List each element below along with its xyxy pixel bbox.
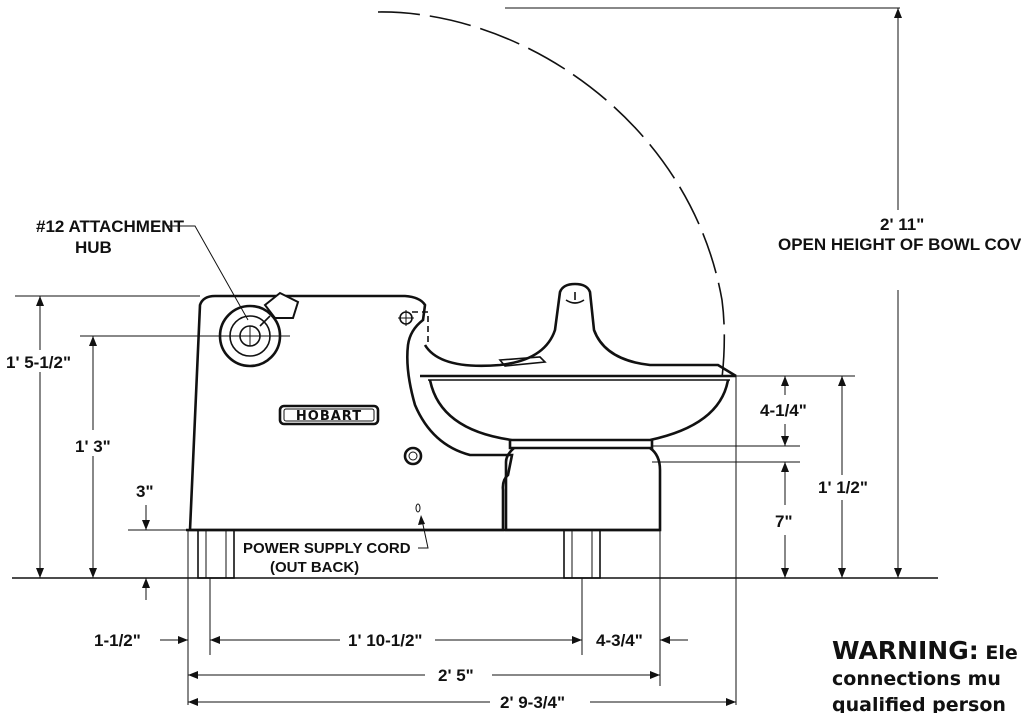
dim-hub-height	[80, 335, 290, 578]
attachment-hub-callout-line2: HUB	[75, 238, 112, 257]
open-height-label: OPEN HEIGHT OF BOWL COVER	[778, 235, 1021, 254]
dim-leg-spacing	[210, 636, 582, 644]
power-cord-leader	[418, 519, 429, 549]
dim-leg-spacing-label: 1' 10-1/2"	[348, 631, 422, 650]
dim-leg-offset-label: 1-1/2"	[94, 631, 141, 650]
warning-box: WARNING: Ele connections mu qualified pe…	[832, 636, 1021, 713]
dim-width-to-bowl	[188, 671, 660, 679]
warning-text-line2: connections mu	[832, 668, 1001, 690]
attachment-hub-callout-line1: #12 ATTACHMENT	[36, 217, 185, 236]
hobart-logo-plate	[278, 404, 380, 426]
machine-body: HOBART	[186, 291, 660, 532]
dim-overall-width	[188, 698, 736, 706]
dim-overall-height	[15, 295, 200, 578]
dim-hub-height-label: 1' 3"	[75, 437, 111, 456]
dim-leg-height-label: 3"	[136, 482, 154, 501]
dim-overall-width-label: 2' 9-3/4"	[500, 693, 565, 712]
dim-rim-height-label: 1' 1/2"	[818, 478, 868, 497]
power-cord-callout-line2: (OUT BACK)	[270, 559, 359, 576]
warning-text-line3: qualified person	[832, 694, 1006, 713]
bowl-assembly	[420, 282, 737, 532]
horizontal-extension-lines	[187, 376, 737, 705]
attachment-hub-leader	[168, 225, 249, 321]
warning-text-line1: Ele	[985, 642, 1018, 664]
hub-knob	[263, 291, 300, 319]
dim-bowl-depth-label: 4-1/4"	[760, 401, 807, 420]
dim-pedestal-height-label: 7"	[775, 512, 793, 531]
power-cord-callout-line1: POWER SUPPLY CORD	[243, 540, 411, 557]
dim-right-verticals	[652, 8, 902, 578]
open-height-value: 2' 11"	[880, 215, 924, 234]
warning-title: WARNING:	[832, 636, 979, 665]
hobart-logo-text: HOBART	[296, 409, 362, 424]
dim-width-to-bowl-label: 2' 5"	[438, 666, 474, 685]
dim-right-overhang	[660, 636, 688, 644]
dim-overall-height-label: 1' 5-1/2"	[6, 353, 71, 372]
power-switch	[403, 446, 423, 466]
dim-right-overhang-label: 4-3/4"	[596, 631, 643, 650]
bowl-cover-swing-arc	[377, 11, 726, 379]
dim-leg-height	[128, 505, 190, 600]
